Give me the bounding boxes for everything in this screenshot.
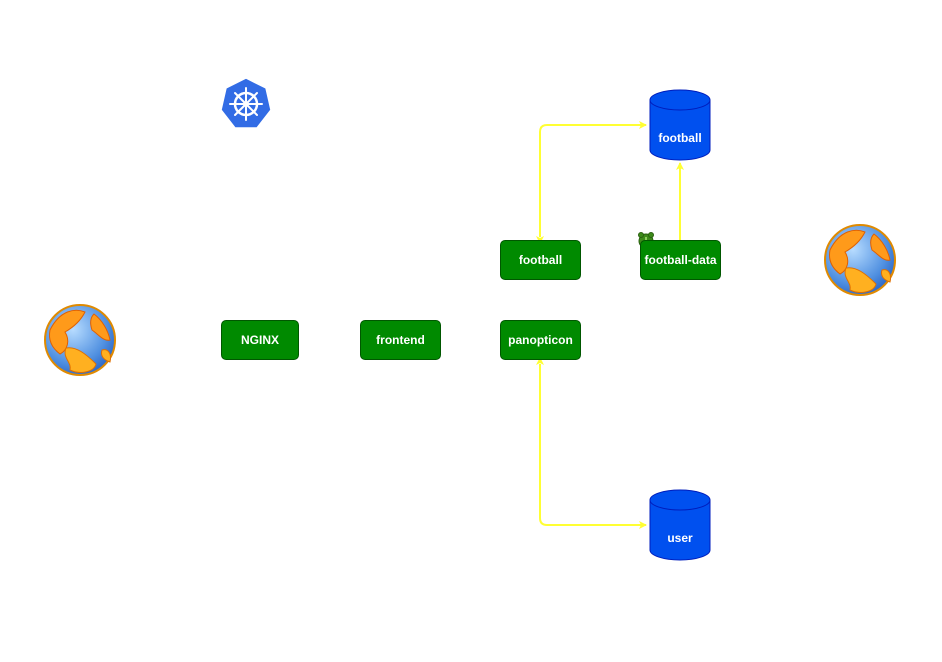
kubernetes-icon <box>220 77 272 129</box>
globe-icon <box>824 224 896 296</box>
football-service[interactable]: football <box>500 240 581 280</box>
globe-icon <box>44 304 116 376</box>
football-db-label: football <box>658 131 702 145</box>
frontend-label: frontend <box>376 333 425 347</box>
panopticon-service[interactable]: panopticon <box>500 320 581 360</box>
football-database[interactable] <box>649 89 711 161</box>
connector-football-to-football-db <box>536 121 647 244</box>
connector-panopticon-to-user-db <box>536 357 647 529</box>
football-data-service[interactable]: football-data <box>640 240 721 280</box>
football-label: football <box>518 253 563 267</box>
panopticon-label: panopticon <box>508 333 573 347</box>
frontend-service[interactable]: frontend <box>360 320 441 360</box>
user-database[interactable] <box>649 489 711 561</box>
nginx-service[interactable]: NGINX <box>221 320 299 360</box>
football-data-label: football-data <box>644 253 717 267</box>
nginx-label: NGINX <box>240 333 279 347</box>
user-db-label: user <box>667 531 693 545</box>
